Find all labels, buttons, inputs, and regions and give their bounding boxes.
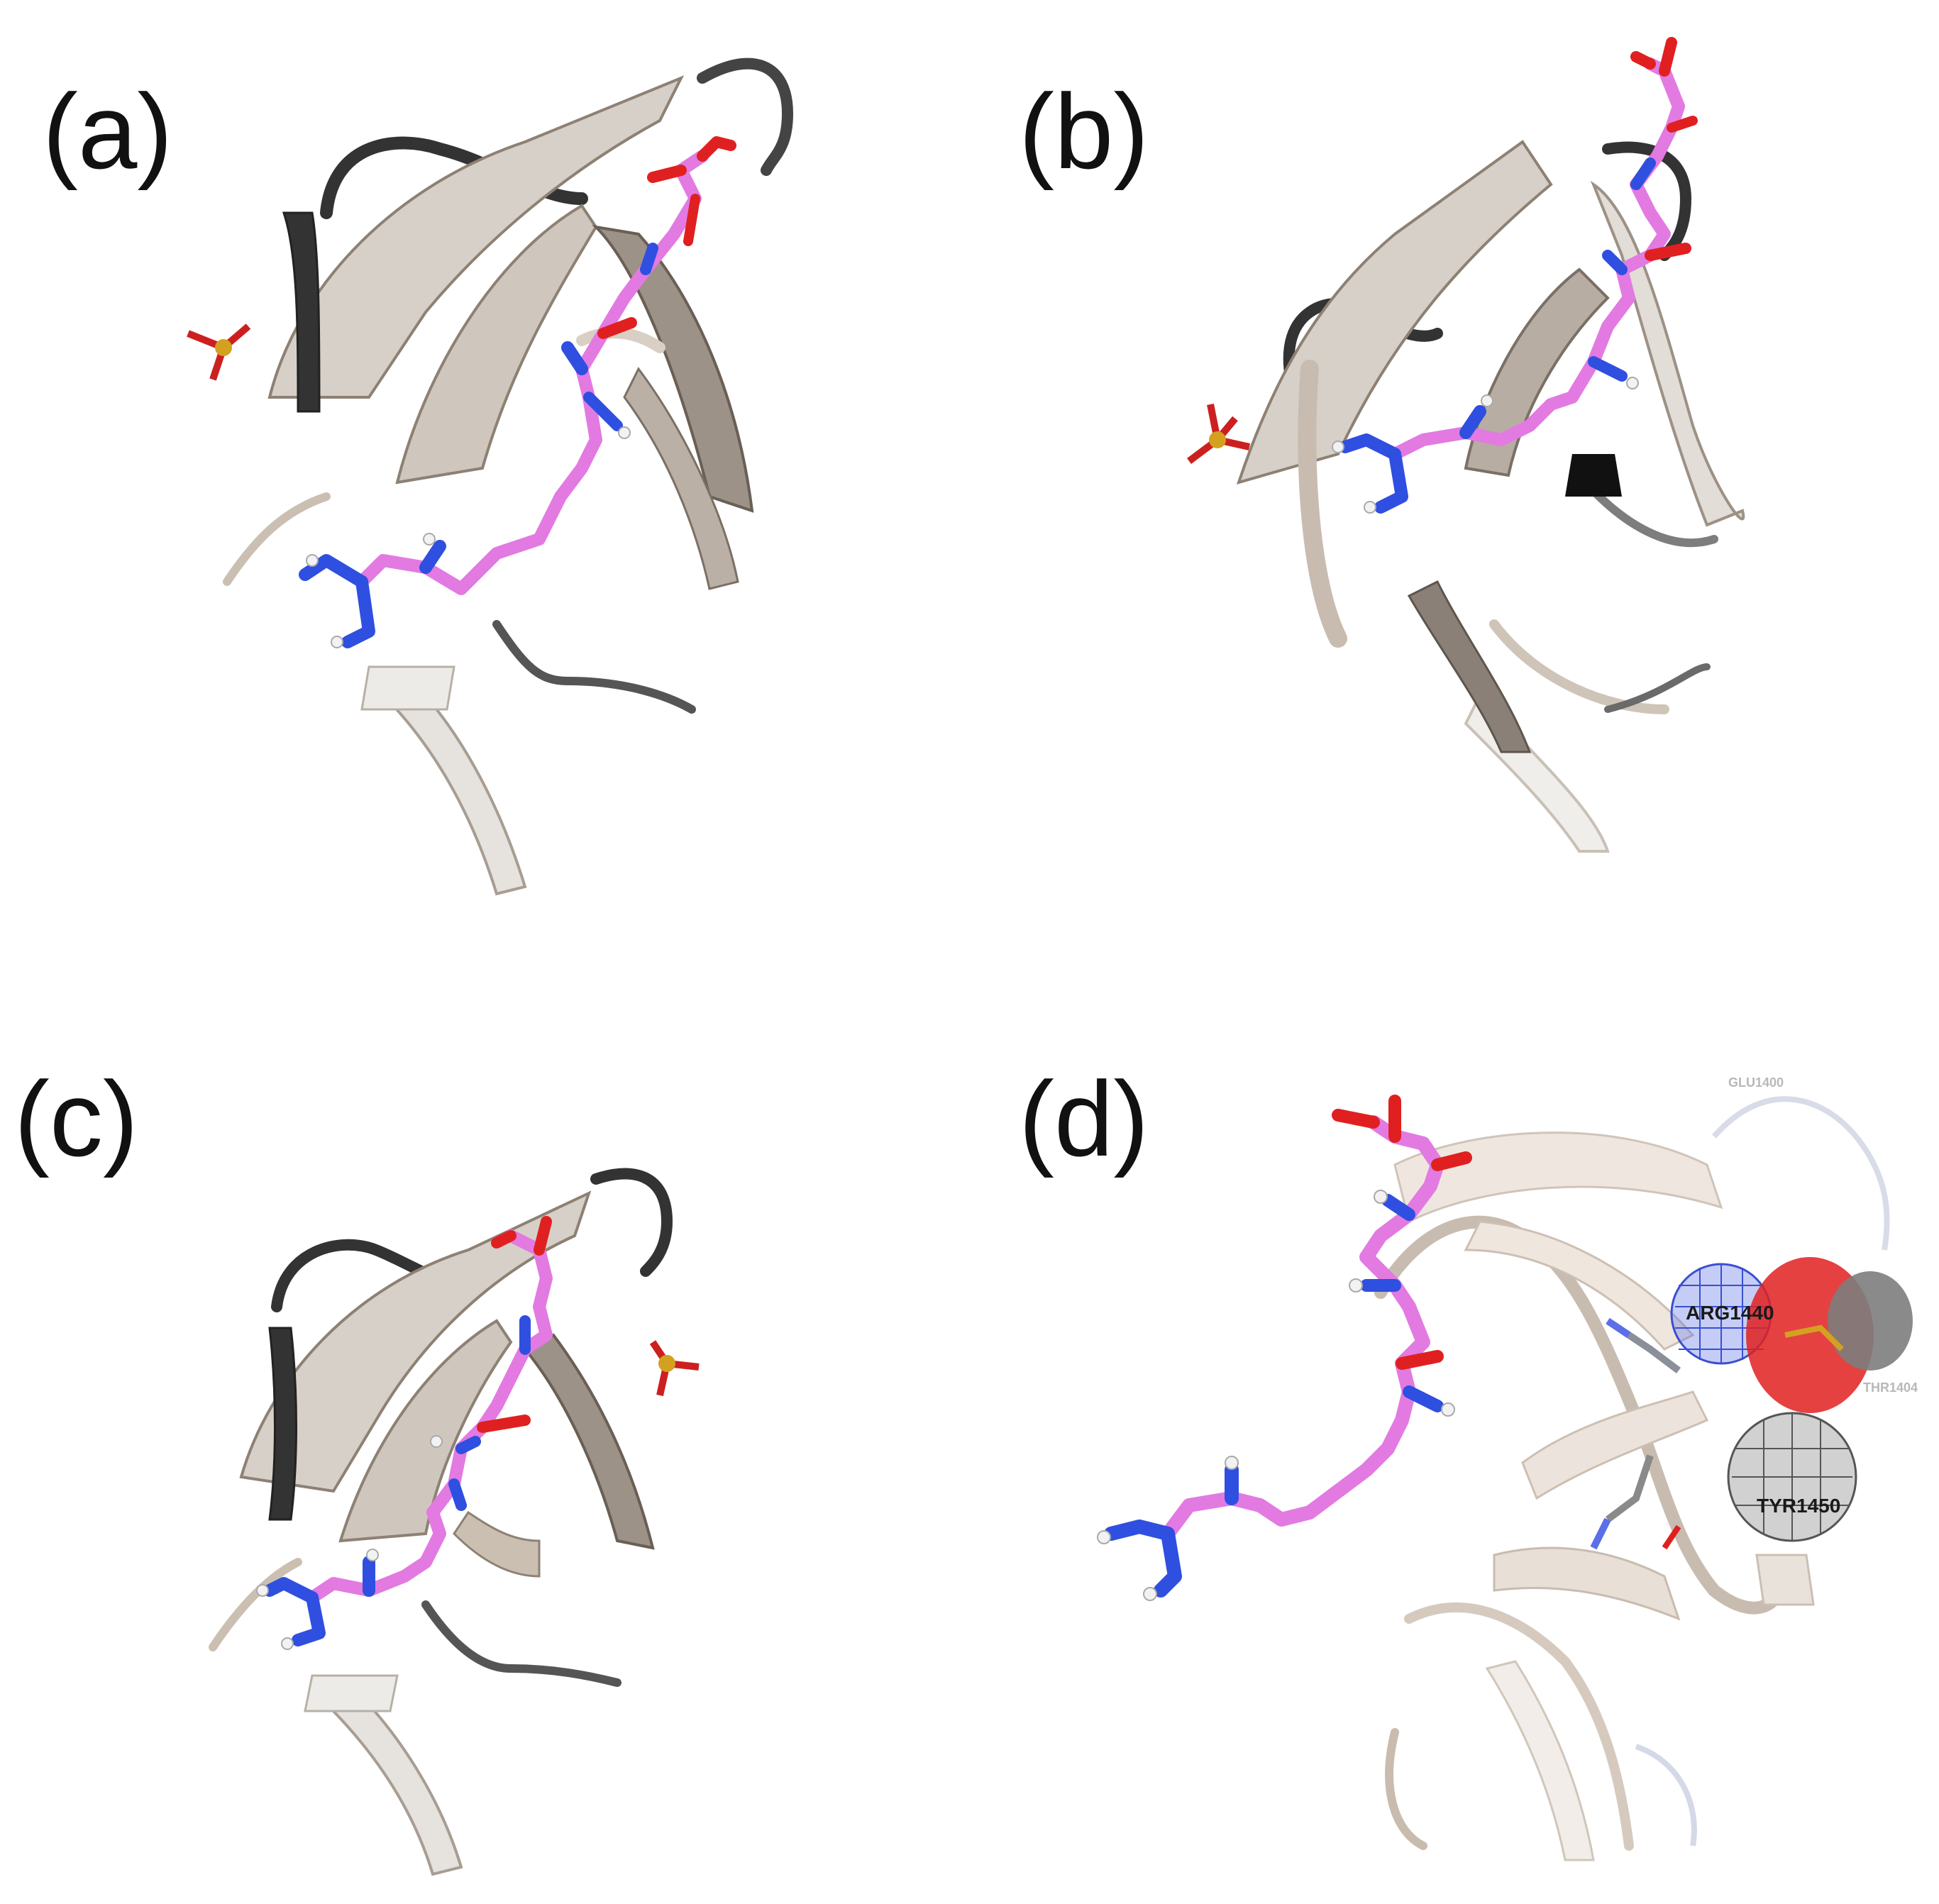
panel-a: (a) [0, 0, 969, 952]
panel-c: (c) [0, 952, 969, 1904]
protein-ribbon-b [1187, 37, 1745, 853]
panel-label-c: (c) [14, 1059, 138, 1178]
panel-b: (b) [969, 0, 1938, 952]
phosphate-ion-icon [649, 1340, 700, 1397]
residue-label-glu: GLU1400 [1728, 1075, 1784, 1090]
phosphate-ion-icon [187, 323, 251, 381]
peptide-stick-icon [1332, 37, 1698, 514]
protein-ribbon-a [187, 57, 794, 896]
residue-label-tyr: TYR1450 [1757, 1495, 1840, 1517]
residue-label-arg: ARG1440 [1686, 1302, 1774, 1324]
protein-ribbon-c [209, 1168, 700, 1876]
peptide-stick-icon [1097, 1095, 1472, 1601]
interaction-surface-icon [1670, 1257, 1913, 1542]
protein-ribbon-d: ARG1440 TYR1450 GLU1400 THR1404 [1097, 1075, 1918, 1861]
peptide-stick-icon [256, 1216, 553, 1650]
residue-label-thr: THR1404 [1863, 1380, 1918, 1395]
panel-label-a: (a) [43, 72, 173, 191]
panel-label-b: (b) [1019, 72, 1149, 191]
peptide-stick-icon [299, 136, 736, 648]
phosphate-ion-icon [1187, 404, 1251, 464]
panel-d: (d) ARG1440 TYR1450 GLU1400 [969, 952, 1938, 1904]
panel-label-d: (d) [1019, 1059, 1149, 1178]
